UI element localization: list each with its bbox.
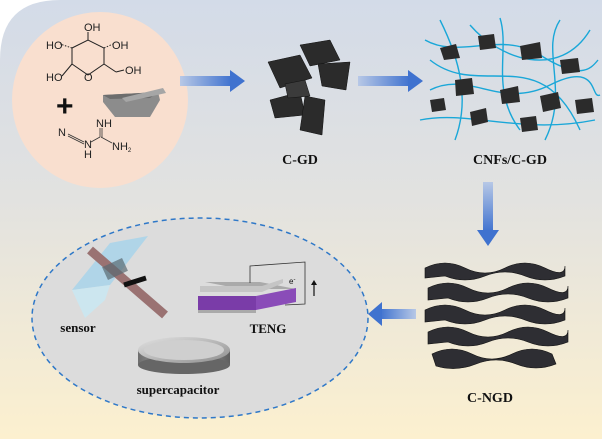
graphene-flakes — [430, 34, 594, 132]
glucose-ho-left: HO — [46, 40, 63, 52]
glucose-ch2oh: OH — [125, 65, 142, 77]
sensor-device — [72, 236, 168, 319]
plus-sign: + — [56, 90, 74, 123]
dicy-h: H — [84, 149, 92, 161]
arrow-right-2 — [358, 70, 423, 92]
glucose-structure — [59, 32, 125, 77]
mortar-pestle-icon — [103, 88, 166, 117]
teng-device: e- — [198, 261, 317, 313]
dicy-n-bottom: N — [84, 139, 92, 151]
electron-label: e- — [289, 277, 295, 286]
dicyandiamide-structure — [67, 128, 113, 145]
c-ngd-stack — [424, 262, 569, 369]
label-c-ngd: C-NGD — [467, 391, 513, 406]
label-cnfs-c-gd: CNFs/C-GD — [473, 153, 547, 168]
label-c-gd: C-GD — [282, 153, 318, 168]
supercapacitor-coin-cell — [138, 337, 230, 374]
arrow-down — [477, 182, 499, 246]
c-gd-flakes — [267, 39, 351, 136]
label-supercapacitor: supercapacitor — [137, 382, 220, 397]
label-teng: TENG — [250, 321, 287, 336]
glucose-ho-bottom: HO — [46, 72, 63, 84]
reactants-group: OH HO OH HO O OH + N NH N H NH2 — [12, 12, 188, 188]
glucose-ring-o: O — [84, 72, 93, 84]
arrow-left — [368, 302, 416, 326]
reactant-circle — [12, 12, 188, 188]
dicy-n: N — [58, 127, 66, 139]
glucose-oh-right: OH — [112, 40, 129, 52]
arrow-right-1 — [180, 70, 245, 92]
dicy-nh2: NH2 — [112, 141, 132, 154]
label-sensor: sensor — [60, 320, 96, 335]
glucose-oh-top: OH — [84, 22, 101, 34]
cnfs-c-gd-network — [419, 17, 601, 141]
dicy-nh: NH — [96, 118, 112, 130]
